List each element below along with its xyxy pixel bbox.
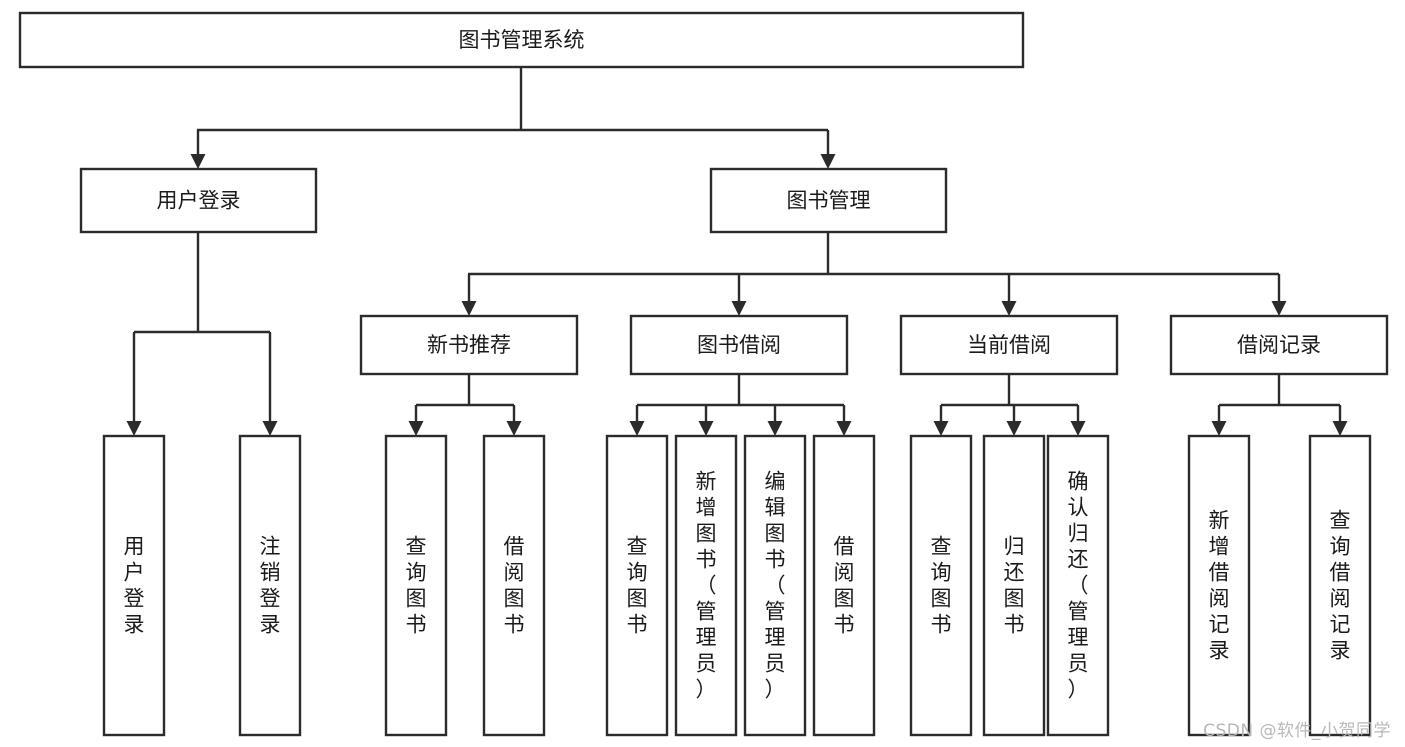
arrow-to-leaf-new-borrow (506, 421, 522, 436)
node-l3-current-box (899, 314, 1119, 376)
arrow-to-leaf-new-query (408, 421, 424, 436)
node-root-label: 图书管理系统 (459, 28, 585, 52)
node-leaf-new-query-box (384, 434, 448, 737)
node-leaf-c-return-box (982, 434, 1046, 737)
node-leaf-b-edit[interactable]: 编辑图书（管理员） (743, 434, 807, 737)
node-l2-user-box (79, 167, 318, 234)
node-leaf-new-query[interactable]: 查询图书 (384, 434, 448, 737)
arrow-to-new-recommend (461, 301, 477, 316)
node-leaf-c-confirm-label: 确认归还（管理员） (1068, 470, 1089, 702)
node-leaf-b-borrow-label: 借阅图书 (834, 535, 855, 637)
node-leaf-c-return-label: 归还图书 (1004, 535, 1025, 637)
node-l3-record[interactable]: 借阅记录 (1169, 314, 1389, 376)
node-l2-book[interactable]: 图书管理 (709, 167, 948, 234)
node-leaf-new-query-label: 查询图书 (406, 535, 427, 637)
node-leaf-user-logout-label: 注销登录 (260, 535, 281, 637)
node-leaf-r-add[interactable]: 新增借阅记录 (1187, 434, 1251, 737)
node-l3-new-box (359, 314, 579, 376)
arrow-to-leaf-b-edit (767, 421, 783, 436)
node-leaf-r-query-label: 查询借阅记录 (1330, 509, 1351, 663)
node-leaf-user-logout[interactable]: 注销登录 (238, 434, 302, 737)
connector-layer (126, 67, 1348, 436)
node-leaf-r-query[interactable]: 查询借阅记录 (1308, 434, 1372, 737)
arrow-to-leaf-b-add (698, 421, 714, 436)
node-leaf-b-add-box (674, 434, 738, 737)
node-leaf-c-confirm-box (1046, 434, 1110, 737)
node-l3-new[interactable]: 新书推荐 (359, 314, 579, 376)
arrow-to-leaf-user-logout (262, 421, 278, 436)
node-leaf-b-query-label: 查询图书 (627, 535, 648, 637)
node-l3-record-box (1169, 314, 1389, 376)
arrow-to-borrow-record (1271, 301, 1287, 316)
node-leaf-b-borrow[interactable]: 借阅图书 (812, 434, 876, 737)
arrow-to-leaf-user-login (126, 421, 142, 436)
node-l3-current[interactable]: 当前借阅 (899, 314, 1119, 376)
node-leaf-r-add-box (1187, 434, 1251, 737)
node-leaf-r-query-box (1308, 434, 1372, 737)
arrow-to-leaf-c-query (933, 421, 949, 436)
node-l3-borrow-label: 图书借阅 (697, 333, 781, 357)
node-l3-new-label: 新书推荐 (427, 333, 511, 357)
node-l2-book-label: 图书管理 (787, 189, 871, 213)
arrow-to-user-login-node (190, 154, 206, 169)
node-leaf-b-edit-box (743, 434, 807, 737)
node-l3-current-label: 当前借阅 (967, 333, 1051, 357)
node-leaf-user-login-box (102, 434, 166, 737)
node-leaf-b-add[interactable]: 新增图书（管理员） (674, 434, 738, 737)
arrow-to-leaf-c-return (1006, 421, 1022, 436)
node-leaf-user-login-label: 用户登录 (124, 535, 145, 637)
node-leaf-new-borrow-box (482, 434, 546, 737)
node-leaf-r-add-label: 新增借阅记录 (1209, 509, 1230, 663)
node-leaf-b-query[interactable]: 查询图书 (605, 434, 669, 737)
arrow-to-leaf-c-confirm (1070, 421, 1086, 436)
node-leaf-new-borrow[interactable]: 借阅图书 (482, 434, 546, 737)
arrow-to-leaf-r-query (1332, 421, 1348, 436)
node-leaf-c-return[interactable]: 归还图书 (982, 434, 1046, 737)
arrow-to-book-borrow (731, 301, 747, 316)
arrow-to-current-borrow (1001, 301, 1017, 316)
node-leaf-b-borrow-box (812, 434, 876, 737)
node-leaf-c-query-label: 查询图书 (931, 535, 952, 637)
node-layer: 图书管理系统用户登录图书管理新书推荐图书借阅当前借阅借阅记录用户登录注销登录查询… (18, 11, 1389, 737)
node-l3-record-label: 借阅记录 (1237, 333, 1321, 357)
node-l2-book-box (709, 167, 948, 234)
node-l3-borrow[interactable]: 图书借阅 (629, 314, 849, 376)
node-leaf-new-borrow-label: 借阅图书 (504, 535, 525, 637)
node-leaf-b-add-label: 新增图书（管理员） (696, 470, 717, 702)
arrow-to-leaf-r-add (1211, 421, 1227, 436)
node-root-box (18, 11, 1025, 69)
node-l3-borrow-box (629, 314, 849, 376)
node-l2-user-label: 用户登录 (157, 189, 241, 213)
arrow-to-leaf-b-query (629, 421, 645, 436)
node-root[interactable]: 图书管理系统 (18, 11, 1025, 69)
node-leaf-b-query-box (605, 434, 669, 737)
node-l2-user[interactable]: 用户登录 (79, 167, 318, 234)
node-leaf-c-confirm[interactable]: 确认归还（管理员） (1046, 434, 1110, 737)
node-leaf-user-logout-box (238, 434, 302, 737)
arrow-to-leaf-b-borrow (836, 421, 852, 436)
node-leaf-user-login[interactable]: 用户登录 (102, 434, 166, 737)
node-leaf-c-query-box (909, 434, 973, 737)
node-leaf-b-edit-label: 编辑图书（管理员） (765, 470, 786, 702)
arrow-to-book-manage-node (820, 154, 836, 169)
node-leaf-c-query[interactable]: 查询图书 (909, 434, 973, 737)
